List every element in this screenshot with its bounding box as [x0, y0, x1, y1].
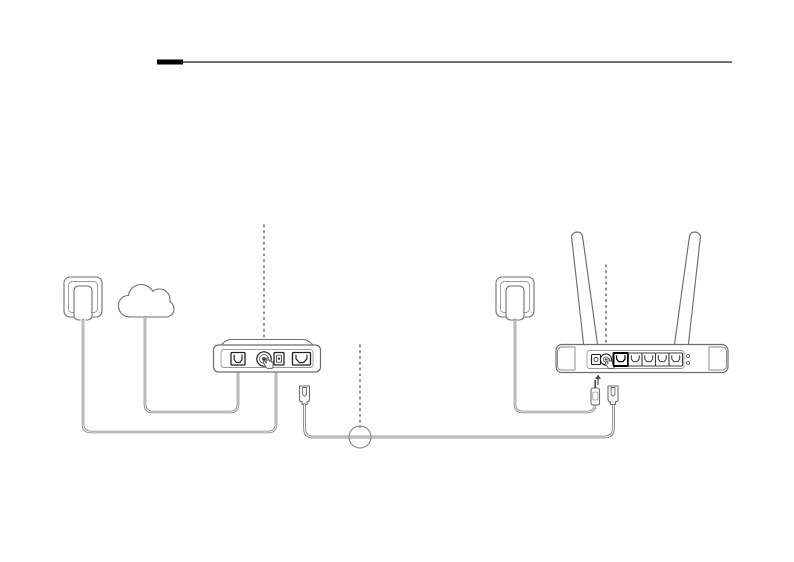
hand-cursor-shape [263, 357, 274, 369]
cable-modem-to-router-highlight [303, 403, 615, 438]
router-lan-port-2 [641, 352, 657, 367]
power-barrel-plug-right [590, 380, 601, 406]
router-lan-port-2-keyhole [644, 355, 654, 363]
cloud-shape [117, 283, 175, 318]
cable-modem-to-router [303, 402, 615, 439]
wall-power-outlet [63, 276, 103, 323]
router-wan-port-frame [612, 352, 629, 367]
router-lan-port-2-frame [641, 352, 657, 367]
modem-power-button-core [262, 357, 266, 361]
router-power-jack-frame [590, 353, 602, 366]
hand-cursor-icon [263, 357, 274, 369]
router-lan-port-1 [627, 352, 643, 367]
wireless-router [555, 343, 729, 385]
cable-power-to-router-highlight [514, 319, 596, 413]
router-lan-port-1-keyhole [630, 355, 640, 363]
power-adapter-plug [73, 285, 93, 321]
router-left-cap [557, 346, 576, 371]
cable-power-to-modem-highlight [82, 319, 277, 433]
power-button-arrow-indicator [595, 374, 601, 385]
router-lan-port-4-keyhole [671, 355, 681, 363]
router-lan-port-3-keyhole [657, 355, 667, 363]
header-rule-thin [183, 61, 732, 63]
wall-power-outlet-right [495, 276, 535, 321]
modem-dsl-port-keyhole [295, 354, 308, 364]
router-lan-port-1-frame [627, 352, 643, 367]
cable-callout-node [348, 425, 372, 449]
arrow-head [595, 374, 601, 379]
internet-cloud [117, 283, 175, 318]
router-led-bottom [686, 361, 690, 365]
router-lan-port-4 [668, 352, 684, 367]
modem-dsl-port-frame [291, 351, 312, 366]
modem-ethernet-port-keyhole [233, 354, 243, 363]
router-led-top [686, 354, 690, 358]
router-power-button-core [604, 358, 608, 361]
modem-power-jack [273, 351, 285, 366]
router-led-indicators [686, 354, 690, 365]
modem-ethernet-port [230, 351, 246, 366]
router-lan-port-4-frame [668, 352, 684, 367]
router-wan-port-keyhole [615, 355, 626, 363]
router-wan-port [612, 352, 629, 367]
header-rule-thick [157, 59, 183, 65]
modem-ethernet-port-frame [230, 351, 246, 366]
router-lan-port-3 [654, 352, 670, 367]
rj45-plug-right-latch [610, 387, 616, 397]
rj45-plug-left-latch [302, 387, 307, 397]
ethernet-rj45-plug-right [607, 385, 619, 406]
router-power-jack-pin [593, 356, 599, 363]
router-right-cap [708, 346, 727, 371]
cable-cloud-to-modem-highlight [144, 316, 239, 413]
dsl-modem [212, 338, 322, 373]
router-lan-port-3-frame [654, 352, 670, 367]
header-rule [157, 59, 732, 65]
modem-power-jack-pin [277, 357, 281, 360]
cable-power-to-modem [81, 318, 278, 434]
router-power-jack [590, 353, 602, 366]
barrel-plug-grip [592, 391, 599, 401]
modem-dsl-port [291, 351, 312, 366]
power-adapter-plug-right [505, 285, 525, 321]
ethernet-rj45-plug-left [298, 385, 311, 406]
